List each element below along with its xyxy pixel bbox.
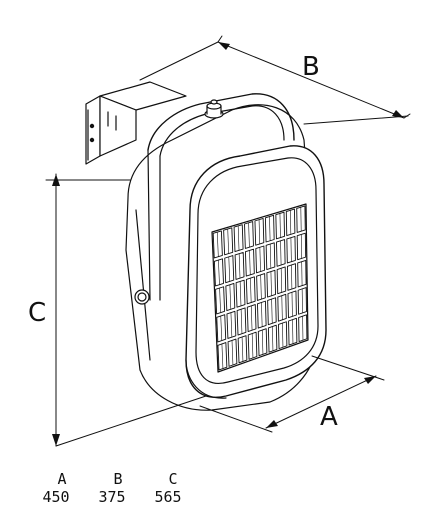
dimension-b-label: B xyxy=(302,52,320,82)
grille-cell xyxy=(296,232,307,261)
grille-cell xyxy=(297,259,307,288)
grille-cell xyxy=(257,328,268,357)
grille-slat xyxy=(271,298,273,324)
grille-cell xyxy=(264,214,275,243)
grille-cell xyxy=(212,230,223,259)
grille-cell xyxy=(266,269,276,298)
grille-cell xyxy=(288,317,298,346)
grille-slat xyxy=(228,256,231,282)
grille-slat xyxy=(248,222,250,248)
grille-slat xyxy=(260,274,262,300)
grille-slat xyxy=(250,277,252,303)
dimension-c-label: C xyxy=(28,298,47,328)
grille-cell xyxy=(275,211,285,240)
grille-cell xyxy=(225,282,236,312)
grille-cell xyxy=(276,266,287,295)
grille-cell xyxy=(286,263,297,291)
grille-slat xyxy=(250,305,253,331)
grille-cell xyxy=(235,279,246,308)
grille-slat xyxy=(227,228,229,254)
grille-slat xyxy=(218,259,220,285)
grille-cell xyxy=(244,221,254,249)
grille-cell xyxy=(285,208,296,237)
grille-slat xyxy=(230,312,233,338)
grille-slat xyxy=(231,340,234,366)
table-header-b: B xyxy=(113,470,123,488)
grille-cell xyxy=(278,321,288,350)
grille-slat xyxy=(251,333,254,359)
grille-cell xyxy=(226,310,237,339)
grille-cell xyxy=(297,287,307,315)
grille-cell xyxy=(223,227,234,256)
grille-slat xyxy=(249,250,251,276)
grille-cell xyxy=(215,286,226,315)
grille-slat xyxy=(269,216,271,242)
grille-slat xyxy=(216,231,219,258)
grille-slat xyxy=(270,271,272,297)
grille-slat xyxy=(239,281,242,307)
grille-slat xyxy=(269,243,272,269)
grille-cell xyxy=(296,205,306,233)
grille-slat xyxy=(272,326,274,352)
grille-slat xyxy=(259,246,261,272)
grille-cell xyxy=(287,290,297,319)
grille-cell xyxy=(277,293,287,322)
grille-slat xyxy=(221,343,224,369)
grille-cell xyxy=(267,324,278,353)
grille-cell xyxy=(236,307,247,336)
dimension-a-label: A xyxy=(320,402,338,432)
grille-slat xyxy=(282,322,284,348)
grille-cell xyxy=(257,300,267,329)
grille-cell xyxy=(227,338,238,367)
grille-slat xyxy=(261,302,263,328)
table-value-b: 375 xyxy=(98,488,126,506)
grille-slat xyxy=(240,308,243,334)
grille-cell xyxy=(233,224,244,253)
grille-slat xyxy=(220,315,223,341)
grille-cell xyxy=(217,342,228,371)
front-grille xyxy=(211,203,309,373)
grille-slat xyxy=(238,253,241,279)
dimension-c xyxy=(45,173,207,447)
dimension-a xyxy=(199,355,385,433)
grille-cell xyxy=(237,335,248,364)
grille-cell xyxy=(245,276,256,305)
wall-bracket xyxy=(85,81,187,165)
grille-cell xyxy=(254,217,265,246)
grille-slat xyxy=(261,329,264,355)
grille-slat xyxy=(279,213,281,238)
grille-slat xyxy=(258,219,261,245)
top-knob xyxy=(204,99,224,119)
grille-cell xyxy=(276,239,286,267)
grille-slat xyxy=(280,240,282,266)
grille-cell xyxy=(244,248,255,277)
side-pivot-knob xyxy=(134,289,150,305)
grille-slat xyxy=(219,287,221,313)
grille-cell xyxy=(255,245,266,274)
table-value-c: 565 xyxy=(154,488,182,506)
grille-cell xyxy=(216,314,227,343)
grille-cell xyxy=(247,331,258,360)
grille-cell xyxy=(256,273,266,301)
dimension-b-arrows xyxy=(218,42,404,118)
dimension-b-ext xyxy=(303,115,409,125)
grille-slat xyxy=(237,225,240,251)
table-header-a: A xyxy=(57,470,67,488)
grille-slat xyxy=(241,336,244,362)
grille-slat xyxy=(280,267,283,293)
grille-cell xyxy=(298,314,308,342)
table-value-a: 450 xyxy=(42,488,70,506)
grille-cell xyxy=(224,255,235,284)
grille-cell xyxy=(265,242,276,270)
grille-cell xyxy=(246,304,257,333)
grille-slat xyxy=(229,284,232,310)
grille-slat xyxy=(281,295,283,321)
grille-cell xyxy=(286,235,296,264)
grille-cell xyxy=(234,251,245,280)
grille-cell xyxy=(213,258,224,287)
table-header-c: C xyxy=(168,470,178,488)
grille-cell xyxy=(267,297,277,326)
